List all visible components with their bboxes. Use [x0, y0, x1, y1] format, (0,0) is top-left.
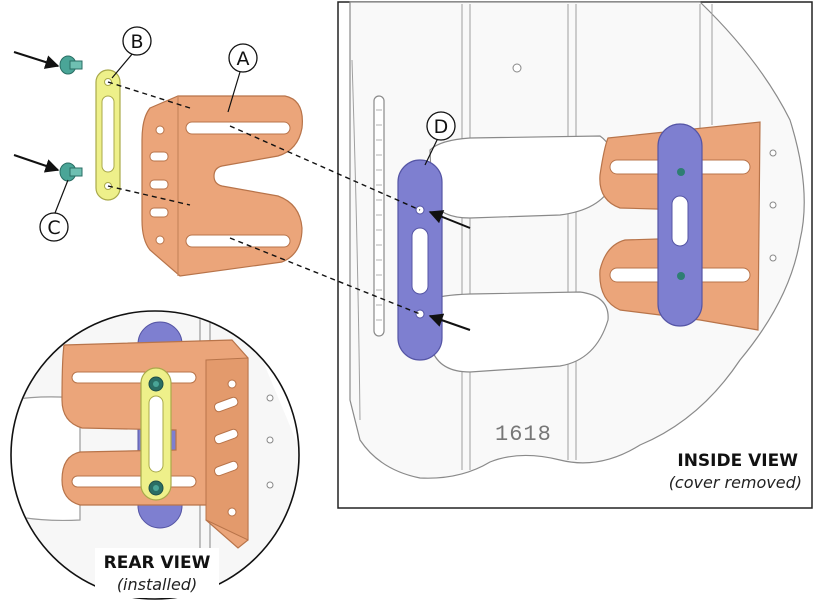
inside-view-subtitle: (cover removed): [669, 473, 802, 492]
callout-d-label: D: [434, 116, 449, 138]
slot-rail: [373, 95, 385, 337]
housing-ribs: [351, 4, 713, 470]
callout-b: B: [122, 26, 152, 56]
callout-b-label: B: [130, 31, 143, 53]
callout-a: A: [228, 43, 258, 73]
callout-a-label: A: [237, 48, 250, 70]
rear-view-frame: [10, 310, 300, 600]
rear-view-subtitle: (installed): [117, 575, 197, 594]
pointer-arrow-icon: [428, 210, 471, 229]
callout-leaders: [54, 52, 439, 214]
inside-view-title: INSIDE VIEW: [677, 451, 798, 471]
screw-icon: [59, 55, 83, 75]
housing-stamp: 1618: [495, 422, 552, 447]
callout-c: C: [39, 212, 69, 242]
alignment-lines: [107, 81, 421, 315]
part-d-plate: [397, 159, 443, 361]
callout-c-label: C: [47, 217, 60, 239]
housing-holes: [512, 63, 777, 262]
screw-icon: [59, 162, 83, 182]
installed-bracket: [599, 121, 761, 331]
part-a-bracket: [141, 95, 303, 277]
rear-view-title: REAR VIEW: [104, 553, 211, 573]
pointer-arrow-icon: [13, 51, 60, 69]
callout-d: D: [426, 111, 456, 141]
pointer-arrow-icon: [428, 313, 471, 331]
pointer-arrow-icon: [13, 154, 60, 173]
part-b-plate: [95, 69, 121, 201]
housing-pad: [429, 135, 615, 373]
